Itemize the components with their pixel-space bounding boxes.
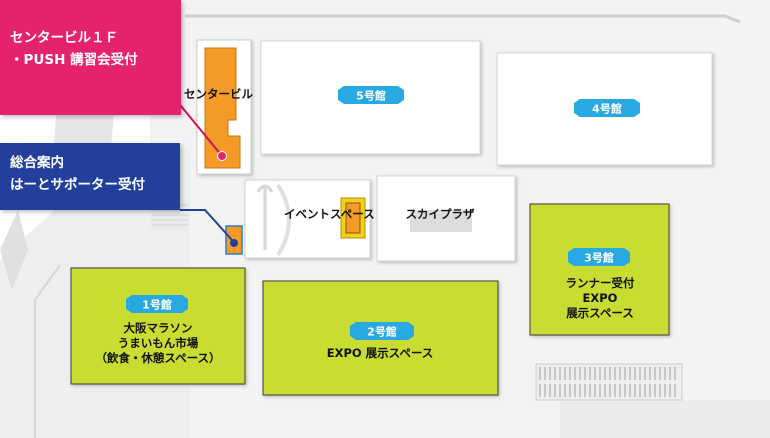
walkway: [560, 400, 770, 438]
site-boundary-west: [34, 264, 61, 438]
event-space-label: イベントスペース: [284, 207, 375, 221]
center-building-dot: [217, 151, 227, 161]
hall-2-line-1: EXPO 展示スペース: [327, 346, 434, 360]
ramp-structure: [0, 210, 28, 290]
hall-2-tag: 2号館: [350, 322, 414, 340]
blue-callout: 総合案内 はーとサポーター受付: [0, 143, 180, 210]
pink-callout-line-2: ・PUSH 講習会受付: [10, 52, 138, 68]
info-desk-dot: [230, 239, 238, 247]
blue-callout-line-1: 総合案内: [10, 155, 64, 171]
hall-3-line-2: EXPO: [583, 291, 618, 305]
svg-text:4号館: 4号館: [592, 102, 622, 116]
event-space-escalator: [256, 184, 274, 250]
sky-plaza-label: スカイプラザ: [406, 207, 475, 221]
event-space-curve: [276, 183, 291, 257]
hall-3-line-1: ランナー受付: [566, 276, 635, 290]
event-stage-inner: [345, 202, 361, 234]
hall-3-line-3: 展示スペース: [565, 306, 634, 320]
hall-1: [70, 267, 246, 385]
parking-stalls: [539, 367, 676, 397]
hall-1-line-3: （飲食・休憩スペース）: [95, 351, 220, 365]
svg-text:3号館: 3号館: [584, 251, 614, 265]
hall-1-line-1: 大阪マラソン: [124, 321, 193, 335]
center-building-label: センタービル: [184, 87, 253, 101]
hall-1-tag: 1号館: [126, 295, 188, 313]
site-boundary: [185, 14, 741, 24]
svg-text:2号館: 2号館: [367, 325, 397, 339]
hall-1-line-2: うまいもん市場: [118, 336, 199, 350]
hall-5-tag: 5号館: [338, 86, 404, 104]
blue-callout-pointer: [180, 209, 233, 241]
hall-3: [529, 203, 670, 336]
blue-callout-line-2: はーとサポーター受付: [10, 177, 145, 193]
hall-4-tag: 4号館: [574, 99, 640, 117]
svg-text:1号館: 1号館: [142, 298, 172, 312]
hall-3-tag: 3号館: [568, 248, 630, 266]
pink-callout-line-1: センタービル１Ｆ: [10, 30, 118, 46]
center-building-highlight: [204, 47, 241, 169]
pink-callout: センタービル１Ｆ ・PUSH 講習会受付: [0, 0, 181, 115]
svg-text:5号館: 5号館: [356, 89, 386, 103]
sky-plaza-block: [410, 210, 472, 232]
